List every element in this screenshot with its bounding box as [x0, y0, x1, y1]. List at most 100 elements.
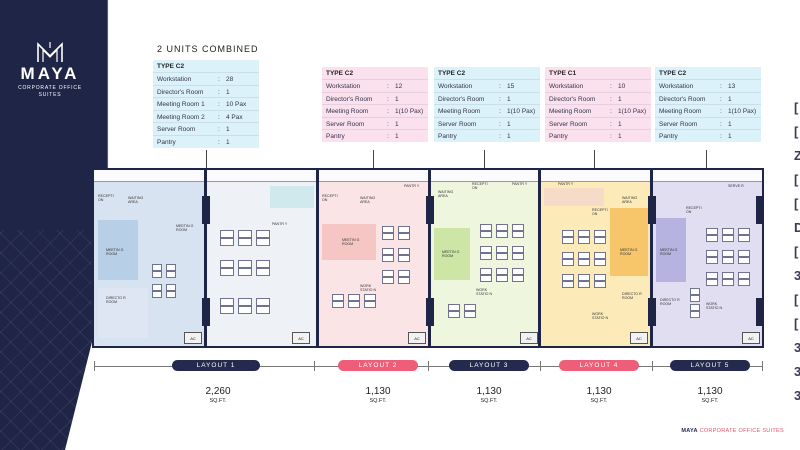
meeting-label: MEETIN G ROOM	[176, 224, 194, 232]
column	[426, 196, 434, 224]
workstation-desk	[382, 277, 394, 284]
edge-char: D	[794, 220, 800, 235]
dimension-tick	[314, 361, 315, 371]
workstation-desk	[220, 306, 234, 314]
workstation-desk	[464, 304, 476, 311]
workstation-desk	[398, 270, 410, 277]
area-unit: SQ.FT.	[369, 398, 387, 404]
workstation-desk	[562, 281, 574, 288]
spec-value: 1	[226, 126, 230, 134]
spec-row: Meeting Room:1(10 Pax)	[545, 104, 651, 117]
work-label: WORK STATIO N	[360, 284, 377, 292]
workstation-desk	[706, 250, 718, 257]
workstation-desk	[578, 230, 590, 237]
brand-logo-text: MAYA CORPORATE OFFICE SUITES	[14, 64, 86, 98]
layout-pill-1: LAYOUT 1	[172, 360, 260, 371]
workstation-desk	[706, 228, 718, 235]
workstation-desk	[512, 268, 524, 275]
spec-label: Director's Room	[549, 95, 596, 103]
director-label: DIRECTO R ROOM	[660, 298, 680, 306]
edge-char: [	[794, 124, 799, 139]
workstation-desk	[256, 306, 270, 314]
workstation-desk	[496, 224, 508, 231]
unit-divider	[316, 170, 319, 346]
spec-colon: :	[218, 126, 220, 134]
spec-card-title: TYPE C2	[659, 70, 687, 77]
workstation-desk	[398, 255, 410, 262]
combined-units-title: 2 UNITS COMBINED	[157, 44, 259, 54]
spec-row: Workstation:12	[322, 79, 428, 92]
workstation-desk	[738, 279, 750, 286]
plan-wall-right	[762, 168, 764, 348]
spec-value: 1	[507, 95, 511, 103]
workstation-desk	[152, 264, 162, 271]
meeting-label: MEETIN G ROOM	[620, 248, 638, 256]
column	[756, 298, 764, 326]
floor-plan: RECEPTI ON WAITING AREA MEETIN G ROOM ME…	[92, 168, 764, 348]
workstation-desk	[166, 271, 176, 278]
spec-label: Pantry	[438, 133, 457, 141]
workstation-desk	[496, 253, 508, 260]
layout2-zone	[318, 182, 430, 346]
layout-pill-5: LAYOUT 5	[670, 360, 750, 371]
workstation-desk	[496, 246, 508, 253]
spec-colon: :	[610, 133, 612, 141]
workstation-desk	[220, 230, 234, 238]
maya-logo-icon	[37, 42, 63, 62]
area-unit: SQ.FT.	[209, 398, 227, 404]
director-label: DIRECTO R ROOM	[622, 292, 642, 300]
workstation-desk	[512, 246, 524, 253]
edge-char: [	[794, 172, 799, 187]
workstation-desk	[578, 237, 590, 244]
spec-label: Pantry	[549, 133, 568, 141]
spec-row: Pantry:1	[322, 129, 428, 142]
unit-divider	[204, 170, 207, 346]
spec-colon: :	[387, 95, 389, 103]
workstation-desk	[594, 237, 606, 244]
spec-label: Pantry	[659, 133, 678, 141]
area-value: 1,130	[476, 386, 502, 397]
spec-colon: :	[387, 83, 389, 90]
dimension-tick	[540, 361, 541, 371]
work-label: WORK STATIO N	[592, 312, 609, 320]
area-value: 1,130	[586, 386, 612, 397]
column	[648, 298, 656, 326]
spec-label: Meeting Room	[549, 108, 592, 116]
spec-card-title: TYPE C2	[438, 70, 466, 77]
spec-label: Server Room	[157, 126, 196, 134]
workstation-desk	[512, 253, 524, 260]
layout1-director	[98, 288, 148, 338]
layout3-meeting-room	[434, 228, 470, 280]
workstation-desk	[578, 274, 590, 281]
spec-row: Workstation:15	[434, 79, 540, 92]
spec-row: Meeting Room:1(10 Pax)	[655, 104, 761, 117]
footer-maya: MAYA	[681, 428, 698, 434]
ac-unit: AC	[408, 332, 426, 344]
workstation-desk	[332, 294, 344, 301]
spec-colon: :	[720, 133, 722, 141]
spec-colon: :	[218, 101, 220, 109]
workstation-desk	[364, 294, 376, 301]
spec-value: 1	[395, 95, 399, 103]
reception-label: RECEPTI ON	[98, 194, 114, 202]
workstation-desk	[220, 298, 234, 306]
spec-colon: :	[499, 120, 501, 128]
workstation-desk	[594, 274, 606, 281]
spec-colon: :	[499, 83, 501, 90]
spec-label: Server Room	[326, 120, 365, 128]
workstation-desk	[594, 281, 606, 288]
brand-subtitle-1: CORPORATE OFFICE	[18, 85, 82, 91]
workstation-desk	[562, 274, 574, 281]
ac-unit: AC	[742, 332, 760, 344]
spec-value: 1	[226, 138, 230, 146]
pantry-label: PANTR Y	[512, 182, 528, 186]
plan-wall-top	[92, 168, 764, 170]
column	[202, 298, 210, 326]
area-unit: SQ.FT.	[701, 398, 719, 404]
workstation-desk	[594, 259, 606, 266]
reception-label: RECEPTI ON	[472, 182, 488, 190]
workstation-desk	[480, 231, 492, 238]
